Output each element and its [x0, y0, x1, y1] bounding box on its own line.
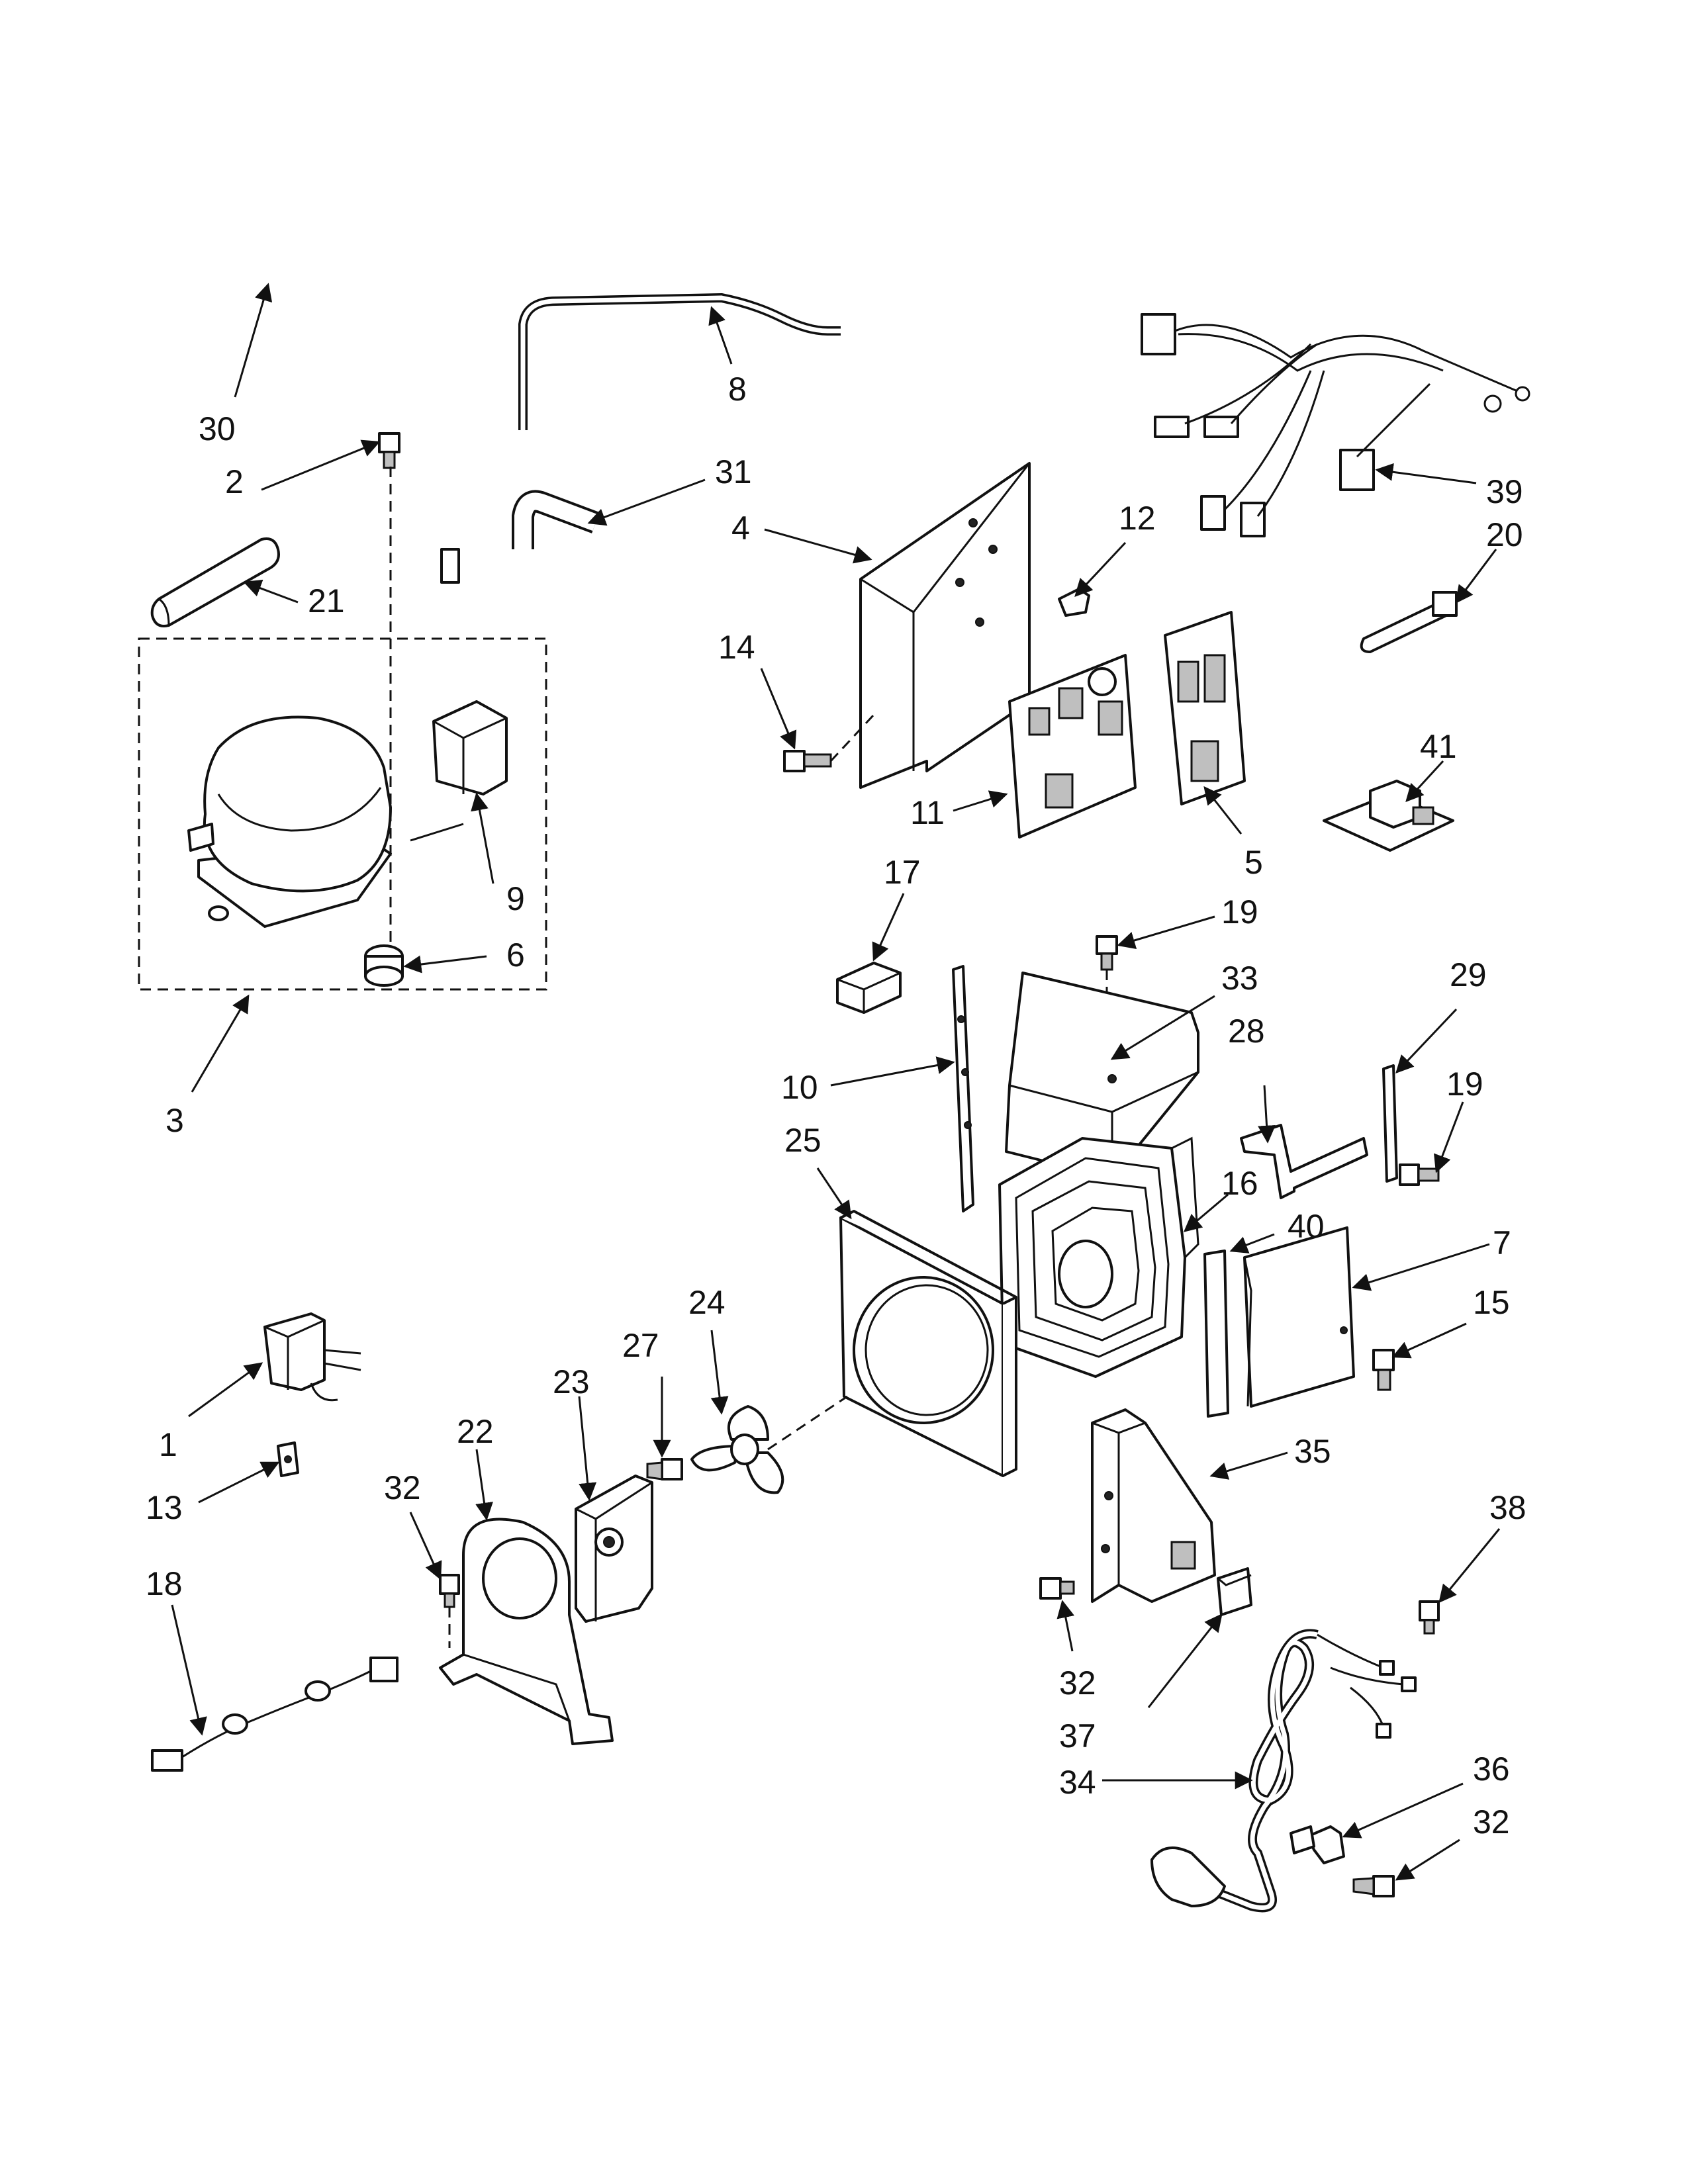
- callout-32-middle: 32: [1059, 1664, 1096, 1702]
- part-7-cover: [1243, 1226, 1355, 1408]
- part-33-shroud: [1005, 972, 1199, 1179]
- callout-6: 6: [506, 936, 525, 974]
- callout-37: 37: [1059, 1717, 1096, 1754]
- callout-19-upper: 19: [1221, 893, 1258, 931]
- part-17-connector: [836, 962, 902, 1014]
- part-30-tube: [269, 261, 460, 584]
- part-40-strip: [1203, 1250, 1229, 1418]
- callout-5: 5: [1244, 844, 1263, 881]
- callout-11: 11: [910, 794, 945, 831]
- part-14-axis-line: [829, 713, 875, 762]
- callout-28: 28: [1228, 1013, 1265, 1050]
- part-13-clip: [277, 1441, 299, 1477]
- callout-39: 39: [1486, 473, 1523, 510]
- callout-32-lower: 32: [1473, 1803, 1510, 1841]
- part-8-tube: [518, 293, 841, 430]
- part-32-screw-middle: [1039, 1577, 1075, 1600]
- part-32-screw-left: [439, 1574, 460, 1608]
- callout-13: 13: [146, 1489, 183, 1526]
- part-6-grommet: [364, 944, 404, 987]
- callout-33: 33: [1221, 960, 1258, 997]
- callout-8: 8: [728, 371, 747, 408]
- part-38-screw: [1419, 1600, 1440, 1635]
- callout-23: 23: [553, 1363, 590, 1400]
- part-11-board: [1008, 654, 1137, 839]
- part-25-fan-shroud: [839, 1210, 1017, 1477]
- part-3-compressor: [187, 715, 392, 928]
- callout-27: 27: [622, 1327, 659, 1364]
- callout-25: 25: [784, 1122, 821, 1159]
- part-34-power-cord: [1150, 1629, 1417, 1913]
- part-28-bracket: [1240, 1124, 1368, 1199]
- part-19-screw-right: [1399, 1163, 1440, 1186]
- callout-3: 3: [165, 1102, 184, 1139]
- callout-29: 29: [1450, 956, 1487, 993]
- callout-36: 36: [1473, 1751, 1510, 1788]
- callout-20: 20: [1486, 516, 1523, 553]
- part-41-board: [1323, 780, 1454, 852]
- part-29-bracket: [1382, 1064, 1398, 1183]
- callout-17: 17: [884, 854, 921, 891]
- callout-14: 14: [718, 629, 755, 666]
- part-24-axis-line: [767, 1395, 848, 1451]
- part-21-drier: [150, 537, 280, 627]
- leader-lines: [171, 283, 1501, 1881]
- part-14-screw: [783, 750, 832, 772]
- callout-7: 7: [1493, 1224, 1511, 1261]
- callout-4: 4: [731, 510, 750, 547]
- callout-labels: 30 2 21 9 6 3 8 31 4 14 12 11 5 39 20 41…: [146, 371, 1526, 1841]
- part-35-bracket: [1091, 1408, 1216, 1603]
- callout-40: 40: [1288, 1208, 1325, 1245]
- callout-41: 41: [1420, 728, 1457, 765]
- callout-32-left: 32: [384, 1469, 421, 1506]
- callout-21: 21: [308, 582, 345, 619]
- part-24-fan-blade: [690, 1405, 784, 1494]
- part-4-plate: [859, 462, 1031, 789]
- callout-18: 18: [146, 1565, 183, 1602]
- part-16-condenser: [998, 1136, 1199, 1378]
- part-36-clamp: [1289, 1825, 1345, 1864]
- part-18-wire: [151, 1657, 399, 1772]
- part-37-part: [1217, 1567, 1252, 1616]
- part-23-fan-motor: [575, 1475, 653, 1623]
- callout-22: 22: [457, 1413, 494, 1450]
- part-9-relay: [432, 700, 508, 796]
- part-31-elbow: [512, 490, 600, 549]
- part-22-motor-bracket: [439, 1518, 614, 1745]
- part-10-bracket: [952, 965, 974, 1212]
- callout-30: 30: [199, 410, 236, 447]
- callout-35: 35: [1294, 1433, 1331, 1470]
- part-27-screw: [646, 1458, 683, 1480]
- callout-19-right: 19: [1446, 1066, 1483, 1103]
- part-5-board: [1164, 611, 1246, 805]
- part-1-capacitor: [263, 1312, 361, 1402]
- callout-1: 1: [159, 1426, 177, 1463]
- part-20-cable-tie: [1360, 591, 1458, 653]
- callout-31: 31: [715, 453, 752, 490]
- part-19-screw-upper: [1096, 935, 1118, 971]
- part-15-screw: [1372, 1349, 1395, 1391]
- part-39-harness: [1141, 313, 1530, 537]
- part-32-screw-lower: [1352, 1875, 1395, 1897]
- callout-15: 15: [1473, 1284, 1510, 1321]
- part-12-clip: [1058, 588, 1090, 617]
- callout-38: 38: [1489, 1489, 1526, 1526]
- callout-2: 2: [225, 463, 244, 500]
- callout-16: 16: [1221, 1165, 1258, 1202]
- callout-9: 9: [506, 880, 525, 917]
- callout-12: 12: [1119, 500, 1156, 537]
- callout-24: 24: [688, 1284, 726, 1321]
- callout-10: 10: [781, 1069, 818, 1106]
- callout-34: 34: [1059, 1764, 1096, 1801]
